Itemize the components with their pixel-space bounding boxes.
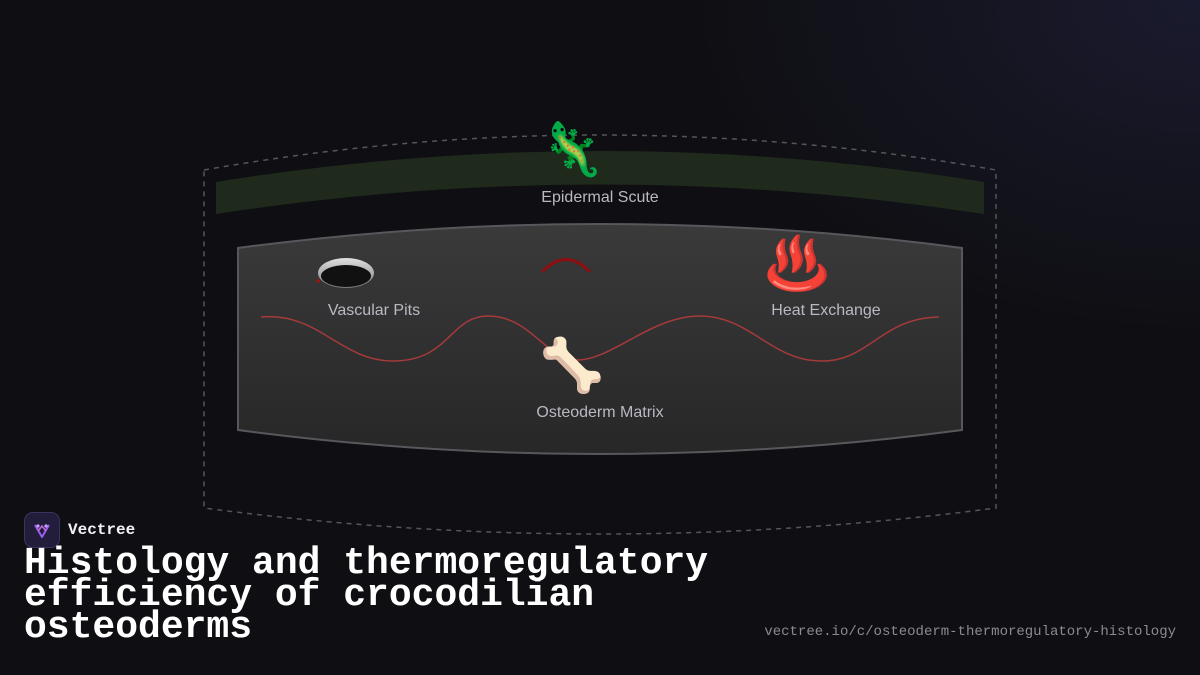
vectree-logo-icon	[24, 512, 60, 548]
pit-icon	[316, 258, 374, 288]
brand: Vectree	[24, 512, 135, 548]
vascular-pits-label: Vascular Pits	[327, 302, 421, 319]
scute-band	[216, 151, 984, 214]
vessel-arc	[541, 258, 591, 273]
outer-boundary	[203, 134, 997, 535]
heat-exchange-label: Heat Exchange	[771, 302, 881, 319]
page-url[interactable]: vectree.io/c/osteoderm-thermoregulatory-…	[764, 624, 1176, 640]
vessel-line	[260, 315, 940, 362]
matrix-body	[237, 223, 963, 455]
epidermal-scute-label: Epidermal Scute	[541, 189, 659, 206]
osteoderm-matrix-label: Osteoderm Matrix	[536, 404, 664, 421]
hot-springs-icon: ♨️	[764, 234, 830, 294]
bone-icon: 🦴	[539, 336, 605, 396]
page-title: Histology and thermoregulatory efficienc…	[24, 542, 709, 649]
lizard-icon: 🦎	[539, 120, 605, 180]
brand-name: Vectree	[68, 521, 136, 539]
